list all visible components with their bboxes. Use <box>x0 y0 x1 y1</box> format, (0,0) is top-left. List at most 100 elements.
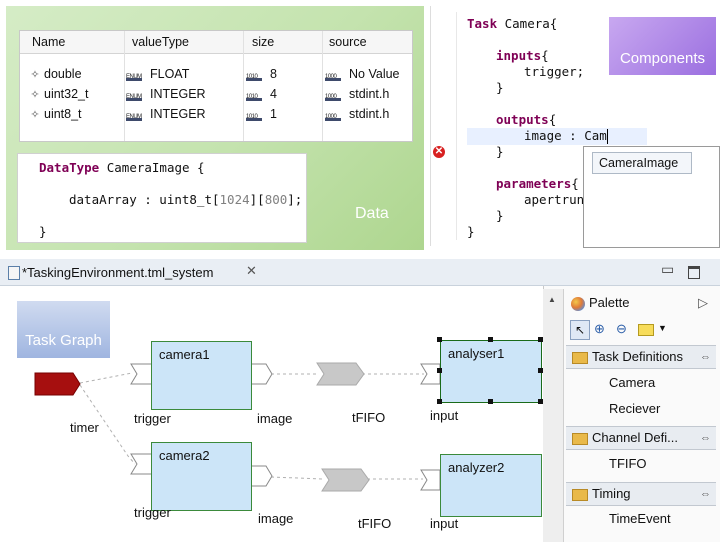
connection-line <box>270 476 324 480</box>
resize-handle[interactable] <box>538 399 543 404</box>
file-icon <box>8 266 20 280</box>
datatype-field: dataArray : uint8_t[1024][800]; <box>69 192 303 207</box>
datatype-code-box[interactable]: DataType CameraImage { dataArray : uint8… <box>17 153 307 243</box>
data-section-tag: Data <box>355 205 389 222</box>
resize-handle[interactable] <box>488 337 493 342</box>
task-node-analyser1[interactable]: analyser1 <box>440 340 542 403</box>
input-port <box>420 469 441 491</box>
palette-item-tfifo[interactable]: TFIFO <box>609 456 647 471</box>
current-line-highlight <box>467 128 647 145</box>
folder-icon <box>572 488 588 501</box>
palette-section-channel-definitions[interactable]: Channel Defi... ⇔ <box>566 426 716 450</box>
editor-tab-title[interactable]: *TaskingEnvironment.tml_system <box>22 265 214 280</box>
timer-event-node <box>34 372 81 396</box>
collapse-icon[interactable]: ⇔ <box>700 432 711 444</box>
enum-icon: ENUM <box>126 69 144 81</box>
connection-line <box>79 372 133 384</box>
trigger-port <box>130 363 153 385</box>
palette-scrollbar[interactable] <box>543 289 564 542</box>
source-icon: 1000 <box>325 69 343 81</box>
text-cursor <box>607 129 608 144</box>
table-header-row <box>20 31 412 54</box>
error-icon[interactable]: ✕ <box>433 146 445 158</box>
table-row[interactable]: ✧ double <box>30 64 82 84</box>
collapse-icon[interactable]: ⇔ <box>700 488 711 500</box>
diamond-icon: ✧ <box>30 69 40 81</box>
connection-line <box>79 384 136 465</box>
enum-icon: ENUM <box>126 89 144 101</box>
palette-section-task-definitions[interactable]: Task Definitions ⇔ <box>566 345 716 369</box>
maximize-icon[interactable] <box>688 266 700 279</box>
resize-handle[interactable] <box>538 368 543 373</box>
editor-gutter <box>456 12 457 240</box>
chevron-down-icon[interactable]: ▼ <box>658 323 667 333</box>
task-node-analyzer2[interactable]: analyzer2 <box>440 454 542 517</box>
fifo-channel-node <box>321 468 370 492</box>
code-line-close: } <box>496 80 504 95</box>
table-row[interactable]: ✧uint8_t <box>30 104 82 124</box>
autocomplete-popup: CameraImage <box>583 146 720 248</box>
datatype-declaration: DataType CameraImage { <box>39 160 205 175</box>
close-tab-icon[interactable]: ✕ <box>246 263 257 278</box>
datatype-closing-brace: } <box>39 224 47 239</box>
fifo-channel-node <box>316 362 365 386</box>
resize-handle[interactable] <box>437 368 442 373</box>
image-port <box>249 465 273 487</box>
col-header-size[interactable]: size <box>252 35 275 49</box>
palette-item-timeevent[interactable]: TimeEvent <box>609 511 671 526</box>
col-header-source[interactable]: source <box>329 35 367 49</box>
binary-icon: 1010 <box>246 69 264 81</box>
scroll-up-icon[interactable]: ▲ <box>548 295 556 304</box>
type-name: double <box>44 67 82 81</box>
code-line-image[interactable]: image : Cam <box>524 128 607 143</box>
palette-header[interactable]: Palette ▷ <box>566 292 718 314</box>
resize-handle[interactable] <box>488 399 493 404</box>
select-tool-icon[interactable]: ↖ <box>570 320 590 340</box>
code-line-apertrun: apertrun <box>524 192 585 207</box>
code-line-trigger: trigger; <box>524 64 585 79</box>
type-name: uint32_t <box>44 87 89 101</box>
task-graph-tag: Task Graph <box>17 301 110 358</box>
input-label: input <box>430 516 459 531</box>
code-line-inputs: inputs{ <box>496 48 549 63</box>
resize-handle[interactable] <box>437 337 442 342</box>
code-line-close: } <box>496 144 504 159</box>
code-line-outputs: outputs{ <box>496 112 557 127</box>
zoom-in-icon[interactable]: ⊕ <box>594 321 605 336</box>
note-icon[interactable] <box>638 324 654 336</box>
image-label: image <box>258 511 294 526</box>
resize-handle[interactable] <box>538 337 543 342</box>
task-name: analyser1 <box>448 346 505 361</box>
image-port <box>249 363 273 385</box>
palette-collapse-icon[interactable]: ▷ <box>698 295 708 310</box>
enum-icon: ENUM <box>126 109 144 121</box>
task-name: analyzer2 <box>448 460 505 475</box>
autocomplete-suggestion[interactable]: CameraImage <box>592 152 692 174</box>
task-node-camera2[interactable]: camera2 <box>151 442 252 511</box>
palette-item-reciever[interactable]: Reciever <box>609 401 661 416</box>
palette-item-camera[interactable]: Camera <box>609 375 656 390</box>
type-name: uint8_t <box>44 107 82 121</box>
col-header-name[interactable]: Name <box>32 35 66 49</box>
zoom-out-icon[interactable]: ⊖ <box>616 321 627 336</box>
minimize-icon[interactable]: ▭ <box>661 261 675 277</box>
col-header-valuetype[interactable]: valueType <box>132 35 189 49</box>
resize-handle[interactable] <box>437 399 442 404</box>
palette-section-timing[interactable]: Timing ⇔ <box>566 482 716 506</box>
fifo-label: tFIFO <box>358 516 392 531</box>
palette-title: Palette <box>589 295 630 310</box>
task-node-camera1[interactable]: camera1 <box>151 341 252 410</box>
palette-toolbar: ↖ ⊕ ⊖ ▼ <box>568 319 674 341</box>
code-line-close: } <box>496 208 504 223</box>
editor-tab-bar: *TaskingEnvironment.tml_system ✕ ▭ <box>0 259 720 286</box>
collapse-icon[interactable]: ⇔ <box>700 351 711 363</box>
folder-icon <box>572 351 588 364</box>
table-row[interactable]: ✧uint32_t <box>30 84 88 104</box>
